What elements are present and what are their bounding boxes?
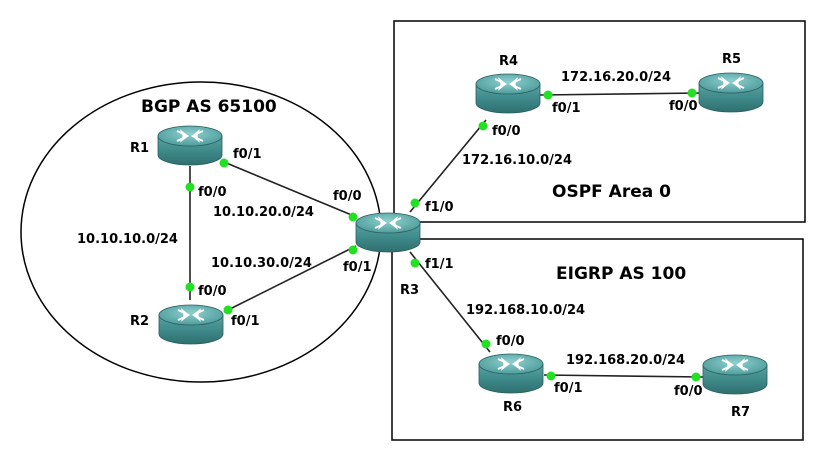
interface-label-r6-f0-0: f0/0 — [496, 334, 525, 349]
router-icon-r4[interactable] — [475, 73, 541, 114]
eigrp-domain-title: EIGRP AS 100 — [556, 264, 686, 284]
router-icon-r2[interactable] — [158, 304, 224, 345]
interface-label-r3-f1-0: f1/0 — [425, 200, 454, 215]
port-status-dot-r2-f0-0 — [185, 282, 195, 292]
port-status-dot-r6-f0-0 — [481, 339, 491, 349]
interface-label-r2-f0-0: f0/0 — [198, 284, 227, 299]
interface-label-r2-f0-1: f0/1 — [231, 314, 260, 329]
router-label-r1: R1 — [130, 141, 149, 156]
router-icon-r3[interactable] — [355, 212, 421, 253]
subnet-label-r2-r3: 10.10.30.0/24 — [211, 256, 312, 271]
interface-label-r5-f0-0: f0/0 — [669, 99, 698, 114]
link-r1-r3 — [223, 161, 355, 217]
port-status-dot-r4-f0-0 — [478, 121, 488, 131]
link-r2-r3 — [223, 245, 357, 313]
router-label-r2: R2 — [130, 314, 149, 329]
router-label-r7: R7 — [731, 405, 750, 420]
interface-label-r4-f0-0: f0/0 — [492, 124, 521, 139]
port-status-dot-r7-f0-0 — [691, 372, 701, 382]
ospf-domain-boundary — [393, 20, 806, 223]
subnet-label-r4-r5: 172.16.20.0/24 — [561, 70, 671, 85]
interface-label-r7-f0-0: f0/0 — [674, 384, 703, 399]
interface-label-r4-f0-1: f0/1 — [552, 101, 581, 116]
link-r3-r6 — [409, 251, 491, 353]
interface-label-r1-f0-1: f0/1 — [233, 147, 262, 162]
link-r6-r7 — [543, 374, 705, 378]
router-label-r6: R6 — [503, 400, 522, 415]
subnet-label-r1-r3: 10.10.20.0/24 — [213, 205, 314, 220]
port-status-dot-r1-f0-0 — [185, 182, 195, 192]
router-icon-r7[interactable] — [702, 354, 768, 395]
link-r4-r5 — [539, 92, 701, 96]
router-label-r5: R5 — [722, 52, 741, 67]
interface-label-r1-f0-0: f0/0 — [198, 185, 227, 200]
subnet-label-r3-r4: 172.16.10.0/24 — [462, 153, 572, 168]
port-status-dot-r3-f0-1 — [348, 245, 358, 255]
port-status-dot-r5-f0-0 — [687, 88, 697, 98]
port-status-dot-r2-f0-1 — [223, 305, 233, 315]
ospf-domain-title: OSPF Area 0 — [552, 182, 671, 202]
port-status-dot-r3-f1-0 — [410, 198, 420, 208]
router-icon-r6[interactable] — [478, 353, 544, 394]
router-icon-r5[interactable] — [698, 72, 764, 113]
interface-label-r6-f0-1: f0/1 — [554, 381, 583, 396]
eigrp-domain-boundary — [391, 238, 804, 441]
router-label-r3: R3 — [400, 283, 419, 298]
router-icon-r1[interactable] — [157, 125, 223, 166]
subnet-label-r3-r6: 192.168.10.0/24 — [466, 303, 585, 318]
port-status-dot-r3-f0-0 — [348, 212, 358, 222]
router-label-r4: R4 — [499, 54, 518, 69]
subnet-label-r1-r2: 10.10.10.0/24 — [77, 232, 178, 247]
port-status-dot-r4-f0-1 — [543, 90, 553, 100]
interface-label-r3-f0-0: f0/0 — [333, 189, 362, 204]
port-status-dot-r6-f0-1 — [546, 371, 556, 381]
port-status-dot-r1-f0-1 — [219, 158, 229, 168]
interface-label-r3-f0-1: f0/1 — [343, 260, 372, 275]
link-r3-r4 — [409, 119, 487, 213]
subnet-label-r6-r7: 192.168.20.0/24 — [566, 353, 685, 368]
bgp-domain-title: BGP AS 65100 — [141, 97, 277, 117]
port-status-dot-r3-f1-1 — [410, 258, 420, 268]
interface-label-r3-f1-1: f1/1 — [425, 257, 454, 272]
